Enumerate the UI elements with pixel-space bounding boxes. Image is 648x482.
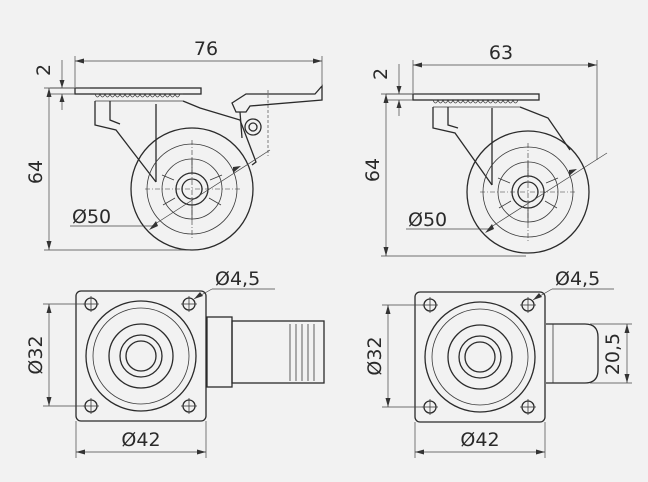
fork-arm: [94, 101, 157, 183]
plate-size-dimension: Ø42: [460, 429, 499, 451]
mounting-plate: [74, 87, 202, 95]
mounting-plate: [412, 93, 540, 101]
hole-diameter-dimension: Ø4,5: [555, 268, 600, 290]
brake-pedal: [231, 320, 325, 384]
kingpin: [125, 340, 157, 372]
side-view-plain: 63 2 64 Ø50: [362, 42, 608, 257]
brake-housing: [206, 316, 233, 388]
bearing-race: [432, 98, 519, 104]
wheel: [130, 127, 254, 251]
plate-size-dimension: Ø42: [121, 429, 160, 451]
hole-pitch-dimension: Ø32: [364, 336, 386, 375]
height-dimension: 64: [362, 158, 384, 182]
kingpin: [464, 341, 496, 373]
wheel-housing: [546, 323, 599, 384]
plate-thickness-dimension: 2: [33, 64, 55, 76]
brake-pivot: [244, 118, 262, 136]
wheel-diameter-dimension: Ø50: [408, 209, 447, 231]
top-view-plain: Ø4,5 Ø32 Ø42 20,5: [364, 268, 632, 458]
brake-lever: [231, 84, 323, 113]
wheel-width-dimension: 20,5: [602, 333, 624, 375]
width-dimension: 63: [489, 42, 513, 64]
top-plate: [75, 290, 207, 422]
side-view-brake: 76 2 64 Ø50: [25, 38, 323, 251]
bearing-race: [94, 92, 181, 98]
wheel: [466, 130, 590, 254]
height-dimension: 64: [25, 160, 47, 184]
hole-pitch-dimension: Ø32: [25, 335, 47, 374]
top-view-brake: Ø4,5 Ø32 Ø42: [25, 268, 325, 458]
wheel-diameter-dimension: Ø50: [72, 206, 111, 228]
fork-arm: [432, 107, 493, 186]
width-dimension: 76: [194, 38, 218, 60]
plate-thickness-dimension: 2: [370, 68, 392, 80]
hole-diameter-dimension: Ø4,5: [215, 268, 260, 290]
top-plate: [414, 291, 546, 423]
